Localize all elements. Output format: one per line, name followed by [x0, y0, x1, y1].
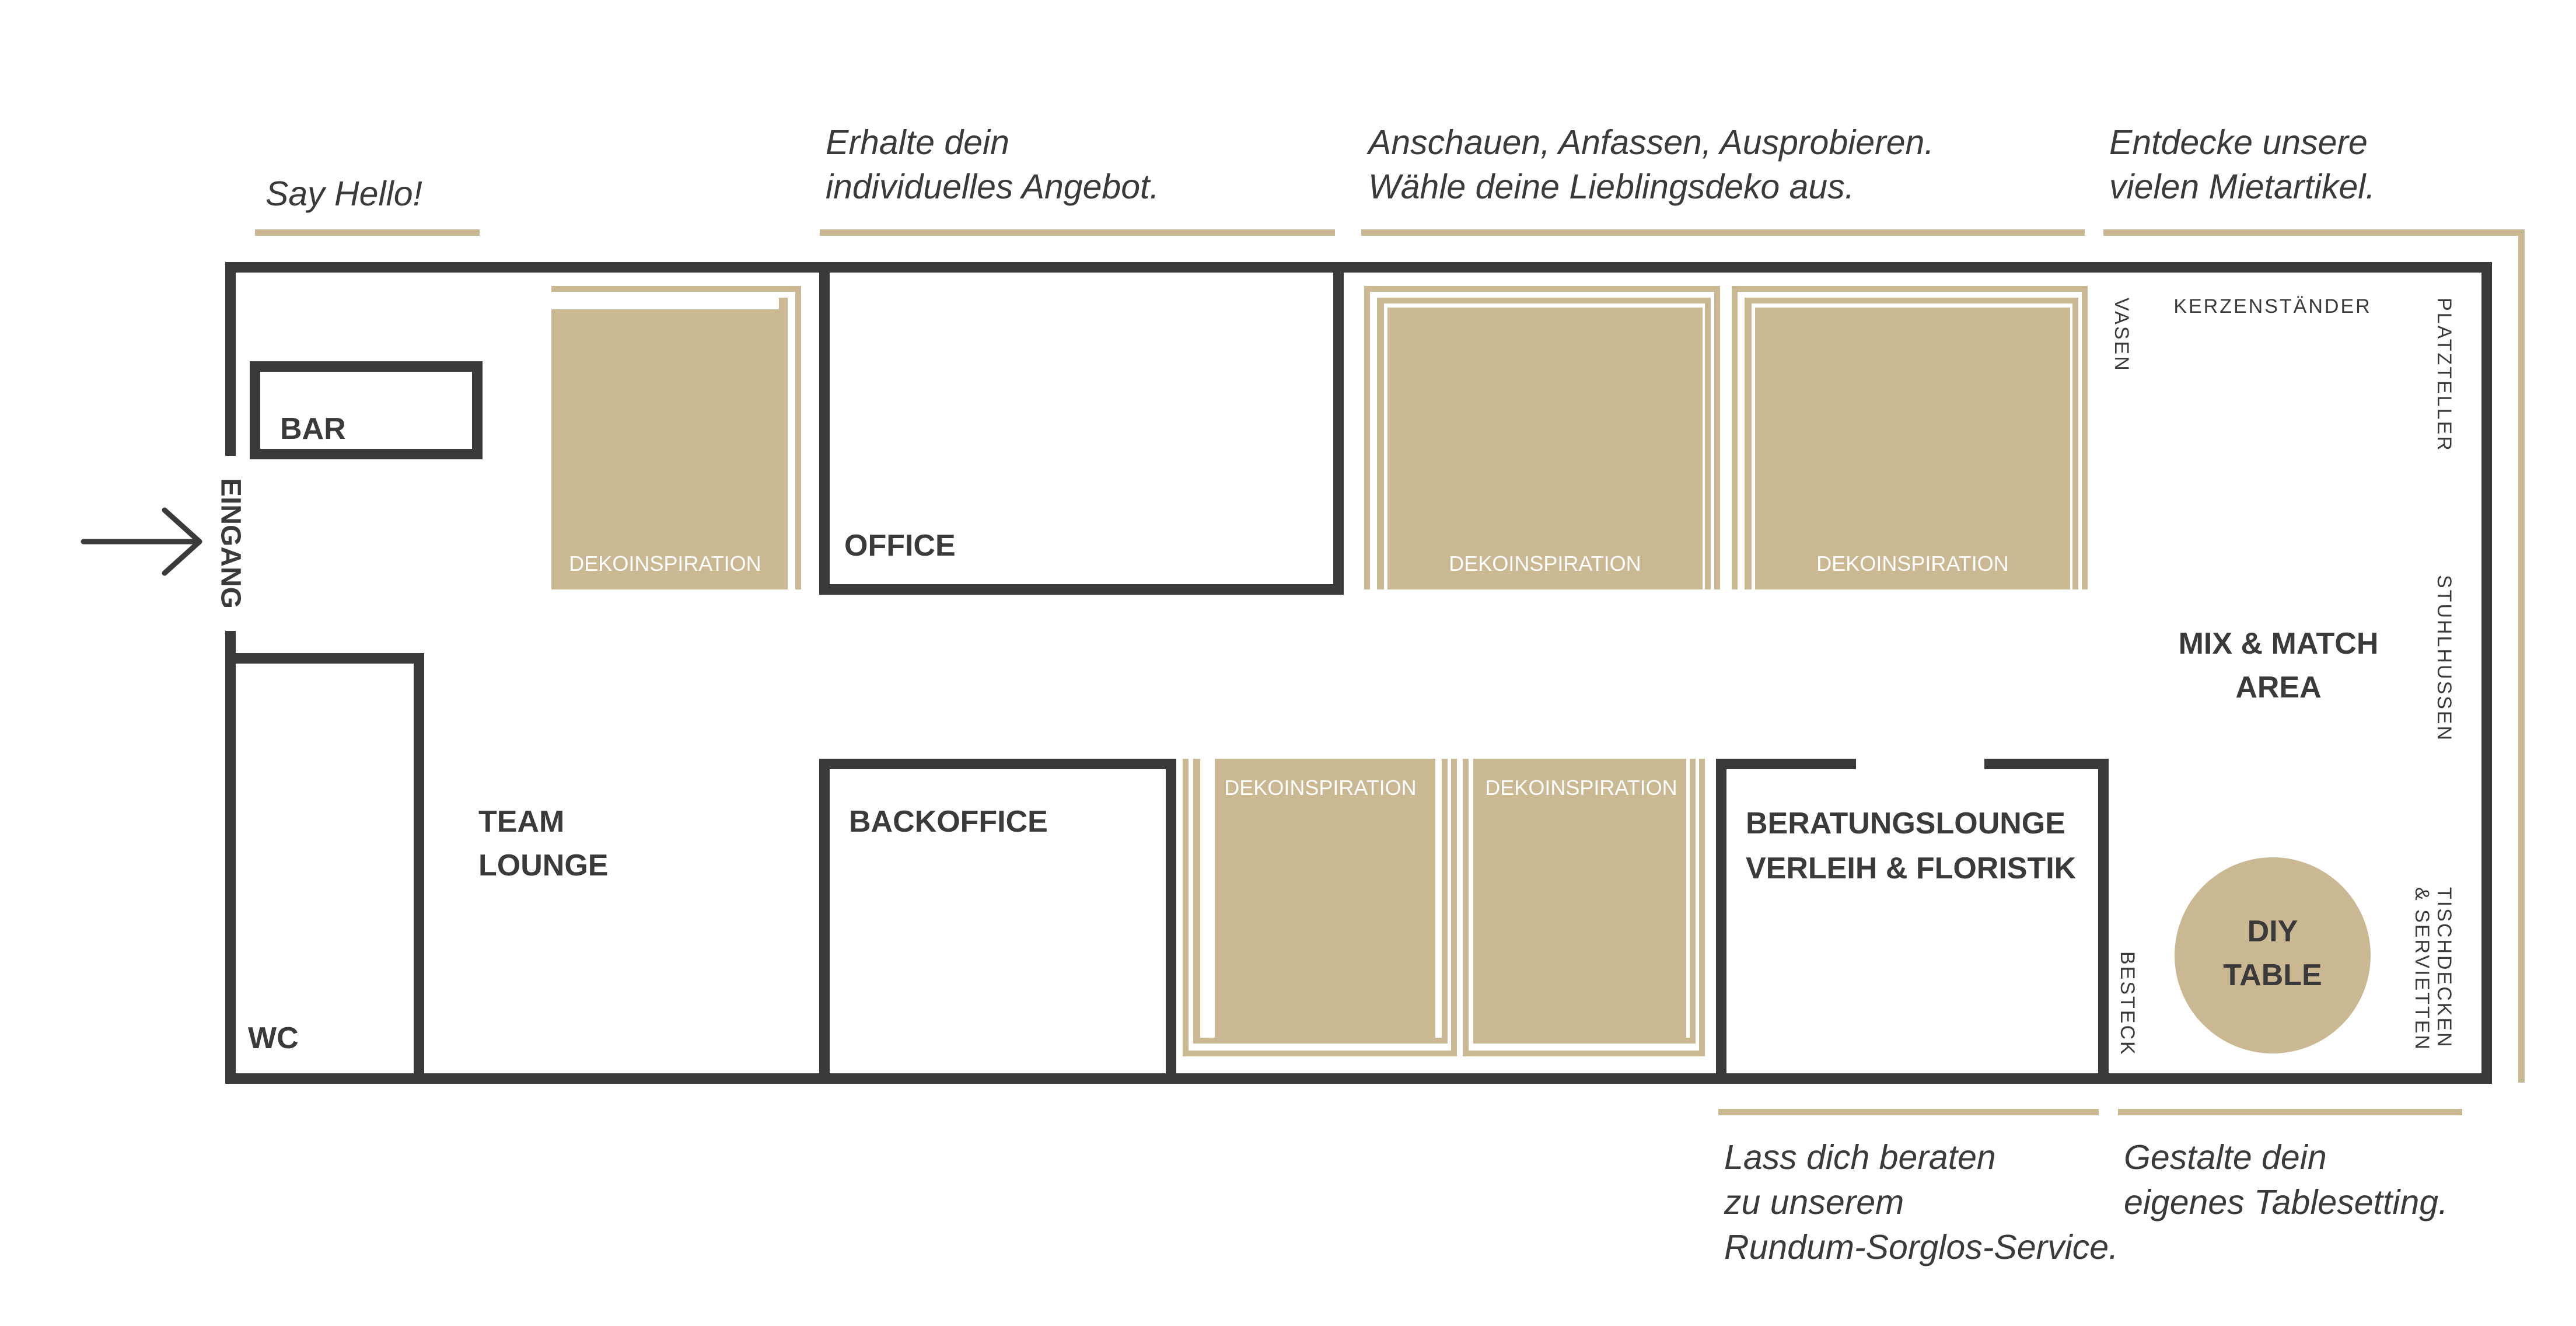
deko-displays [551, 286, 2088, 1056]
deko-label-4: DEKOINSPIRATION [1224, 776, 1416, 800]
consult-lounge-wall [1984, 759, 2109, 1084]
caption-office-line-2: individuelles Angebot. [826, 168, 1159, 206]
deko-label-1: DEKOINSPIRATION [569, 552, 761, 575]
room-label-wc: WC [248, 1021, 299, 1055]
room-label-consult-line-1: BERATUNGSLOUNGE [1746, 807, 2065, 840]
deko-display-1 [551, 286, 801, 589]
caption-tablesetting-line-1: Gestalte dein [2124, 1138, 2327, 1177]
deko-frame [1442, 759, 1448, 1044]
caption-deko-line-2: Wähle deine Lieblingsdeko aus. [1368, 168, 1854, 206]
deko-label-2: DEKOINSPIRATION [1449, 552, 1641, 575]
caption-deko-line-1: Anschauen, Anfassen, Ausprobieren. [1366, 123, 1934, 162]
deko-frame [1183, 759, 1189, 1056]
caption-service-line-2: zu unserem [1724, 1183, 1904, 1222]
caption-service-line-1: Lass dich beraten [1724, 1138, 1996, 1177]
caption-service-line-3: Rundum-Sorglos-Service. [1724, 1228, 2118, 1266]
deko-frame [1732, 286, 1738, 589]
bracket-mietartikel-side [2518, 229, 2525, 1083]
room-label-bar: BAR [280, 412, 346, 446]
caption-underlines [255, 229, 2525, 1115]
deko-display-3 [1732, 286, 2088, 589]
item-label-kerzenstaender: KERZENSTÄNDER [2173, 295, 2371, 317]
deko-panel [1476, 759, 1686, 1038]
diy-table-label-line-1: DIY [2248, 915, 2298, 948]
deko-display-2 [1364, 286, 1720, 589]
deko-frame [2082, 286, 2088, 589]
deko-frame [1690, 759, 1696, 1044]
deko-frame [1463, 1051, 1705, 1056]
underline-service [1718, 1109, 2099, 1115]
deko-panel [1215, 759, 1435, 1038]
underline-say-hello [255, 229, 480, 236]
caption-office-line-1: Erhalte dein [826, 123, 1009, 162]
deko-frame [1473, 1038, 1696, 1044]
office-wall [819, 262, 1344, 595]
deko-panel [1755, 308, 2070, 589]
underline-mietartikel [2103, 229, 2525, 236]
deko-display-4 [1183, 759, 1457, 1056]
deko-frame [1738, 286, 2088, 292]
room-label-consult-line-2: VERLEIH & FLORISTIK [1746, 852, 2077, 885]
deko-frame [1473, 759, 1480, 1044]
walls [225, 262, 2492, 1084]
caption-mietartikel-line-1: Entdecke unsere [2109, 123, 2368, 162]
deko-frame [795, 286, 801, 589]
deko-frame [1364, 286, 1370, 589]
deko-frame [1384, 298, 1706, 303]
consult-lounge-wall [1716, 759, 1856, 1084]
deko-panel [551, 309, 779, 589]
room-label-office: OFFICE [844, 529, 956, 563]
underline-office [820, 229, 1335, 236]
item-label-vasen: VASEN [2110, 298, 2133, 372]
arrow-right-icon [81, 507, 202, 576]
deko-frame [1377, 298, 1384, 589]
underline-deko [1361, 229, 2085, 236]
room-label-team-line-2: LOUNGE [478, 849, 608, 882]
wc-wall [225, 653, 424, 1084]
entrance-label: EINGANG [215, 478, 246, 609]
room-label-team-line-1: TEAM [478, 805, 564, 839]
deko-frame [551, 286, 801, 292]
deko-frame [1370, 286, 1720, 292]
deko-frame [1705, 298, 1711, 589]
deko-frame [1745, 298, 1752, 589]
underline-tablesetting [2118, 1109, 2462, 1115]
item-label-platzteller: PLATZTELLER [2433, 298, 2455, 452]
deko-frame [1183, 1051, 1457, 1056]
outer-wall [225, 262, 2492, 1084]
item-label-besteck: BESTECK [2116, 951, 2138, 1056]
bar-counter [250, 361, 483, 459]
deko-frame [1451, 759, 1457, 1056]
deko-frame [2072, 298, 2078, 589]
room-label-mix-line-2: AREA [2235, 671, 2321, 704]
item-label-tischdecken-line-2: & SERVIETTEN [2411, 887, 2433, 1051]
deko-frame [1193, 1038, 1448, 1044]
deko-label-3: DEKOINSPIRATION [1816, 552, 2008, 575]
deko-panel [1387, 308, 1703, 589]
item-label-tischdecken-line-1: TISCHDECKEN [2433, 887, 2455, 1049]
diy-table-label-line-2: TABLE [2223, 958, 2322, 992]
diy-table [2175, 857, 2371, 1053]
room-label-mix-line-1: MIX & MATCH [2179, 627, 2379, 661]
deko-display-5 [1463, 759, 1705, 1056]
deko-frame [1193, 759, 1200, 1044]
backoffice-wall [819, 759, 1176, 1084]
deko-frame [1752, 298, 2074, 303]
caption-mietartikel-line-2: vielen Mietartikel. [2109, 168, 2375, 206]
deko-label-5: DEKOINSPIRATION [1485, 776, 1677, 800]
deko-frame [779, 298, 788, 589]
deko-frame [1714, 286, 1720, 589]
item-label-stuhlhussen: STUHLHUSSEN [2433, 575, 2455, 742]
deko-frame [1699, 759, 1705, 1056]
caption-tablesetting-line-2: eigenes Tablesetting. [2124, 1183, 2448, 1222]
caption-say-hello: Say Hello! [265, 175, 422, 213]
room-label-backoffice: BACKOFFICE [849, 805, 1048, 839]
deko-frame [1463, 759, 1469, 1056]
